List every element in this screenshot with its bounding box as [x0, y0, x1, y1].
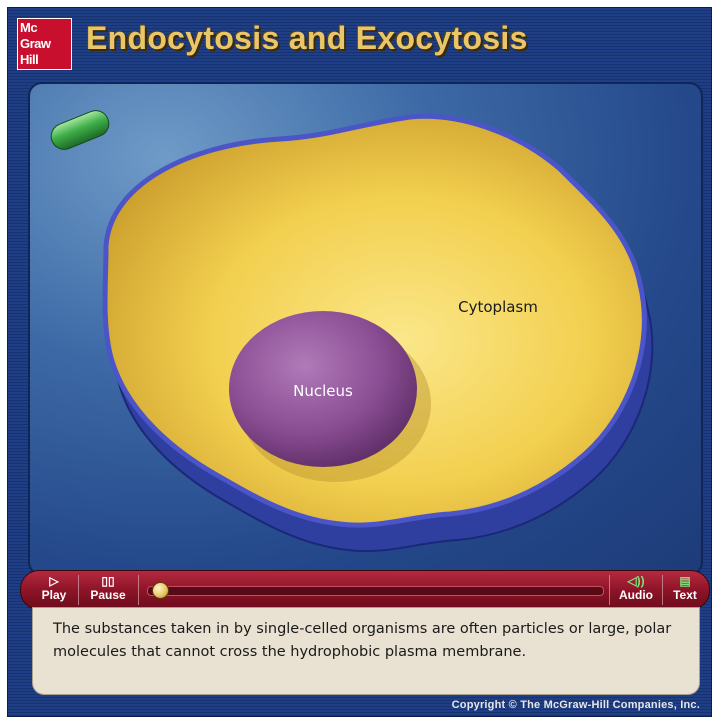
cell-illustration: Cytoplasm Nucleus	[30, 84, 701, 574]
pause-label: Pause	[83, 588, 133, 603]
audio-label: Audio	[614, 588, 658, 603]
play-label: Play	[35, 588, 73, 603]
speaker-icon: ◁))	[614, 574, 658, 588]
playback-controls: ▷ Play ▯▯ Pause ◁)) Audio ▤ Text	[20, 570, 710, 610]
divider	[662, 575, 663, 605]
play-button[interactable]: ▷ Play	[35, 574, 73, 606]
copyright-text: Copyright © The McGraw-Hill Companies, I…	[452, 699, 700, 711]
logo-line-2: Graw	[20, 37, 51, 51]
text-button[interactable]: ▤ Text	[666, 574, 704, 606]
caption-text: The substances taken in by single-celled…	[53, 618, 683, 664]
page-title: Endocytosis and Exocytosis	[86, 20, 528, 57]
cytoplasm-label: Cytoplasm	[458, 298, 538, 316]
divider	[78, 575, 79, 605]
logo-line-1: Mc	[20, 21, 37, 35]
text-label: Text	[666, 588, 704, 603]
audio-button[interactable]: ◁)) Audio	[614, 574, 658, 606]
play-icon: ▷	[35, 574, 73, 588]
pause-button[interactable]: ▯▯ Pause	[83, 574, 133, 606]
mcgraw-hill-logo: Mc Graw Hill	[17, 18, 72, 70]
animation-stage: Cytoplasm Nucleus	[28, 82, 703, 576]
progress-knob[interactable]	[152, 582, 169, 599]
pause-icon: ▯▯	[83, 574, 133, 588]
divider	[138, 575, 139, 605]
progress-track[interactable]	[147, 586, 604, 596]
caption-panel: The substances taken in by single-celled…	[32, 607, 700, 695]
text-icon: ▤	[666, 574, 704, 588]
nucleus-label: Nucleus	[293, 382, 353, 400]
logo-line-3: Hill	[20, 53, 38, 67]
divider	[609, 575, 610, 605]
particle-icon	[47, 107, 112, 154]
